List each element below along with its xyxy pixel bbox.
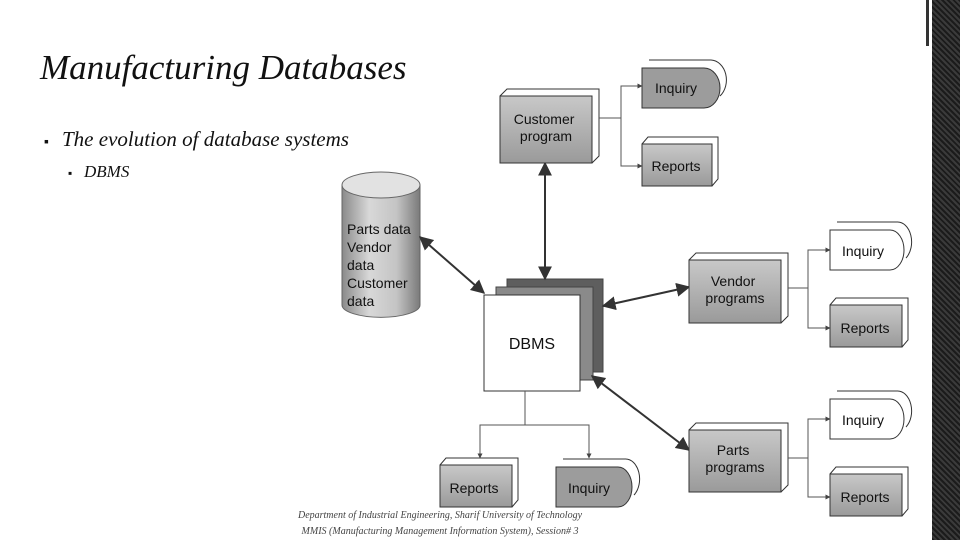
parts-programs-label: Parts programs [705, 442, 764, 475]
inquiry-label: Inquiry [842, 412, 884, 428]
customer-program-box: Customer program [499, 88, 600, 164]
parts-inquiry-connector [788, 416, 831, 459]
database-label-line: Vendor [347, 239, 392, 255]
vendor-programs-label: Vendor programs [705, 273, 764, 306]
database-dbms-arrow [418, 236, 486, 294]
parts-programs-box: Parts programs [688, 422, 789, 493]
sub-bullet-item: ▪ DBMS [68, 162, 129, 182]
customer-program-label: Customer program [514, 111, 579, 144]
inquiry-label: Inquiry [842, 243, 884, 259]
reports-label: Reports [840, 489, 889, 505]
vendor-programs-box: Vendor programs [688, 252, 789, 324]
footer: Department of Industrial Engineering, Sh… [230, 508, 650, 540]
inquiry-output: Inquiry [641, 59, 727, 109]
dbms-reports-connector [477, 391, 526, 459]
vendor-reports-connector [807, 288, 831, 331]
parts-dbms-arrow [590, 375, 691, 451]
dbms-inquiry-connector [525, 424, 592, 459]
bullet-mark: ▪ [68, 166, 73, 180]
reports-output: Reports [829, 297, 909, 348]
customer-inquiry-connector [599, 83, 643, 119]
bullet-mark: ▪ [44, 135, 49, 150]
bullet-text: DBMS [84, 162, 130, 181]
decorative-mark [926, 0, 929, 46]
customer-reports-connector [620, 118, 643, 169]
inquiry-output: Inquiry [829, 390, 913, 440]
database-label-line: Customer [347, 275, 408, 291]
database-label-line: Parts data [347, 221, 411, 237]
inquiry-label: Inquiry [568, 480, 610, 496]
parts-reports-connector [807, 458, 831, 500]
database-label-line: data [347, 293, 374, 309]
reports-label: Reports [651, 158, 700, 174]
inquiry-output: Inquiry [829, 221, 913, 271]
bullet-item: ▪ The evolution of database systems [44, 127, 349, 152]
reports-label: Reports [449, 480, 498, 496]
footer-line: Department of Industrial Engineering, Sh… [297, 510, 583, 521]
inquiry-label: Inquiry [655, 80, 697, 96]
inquiry-output: Inquiry [555, 458, 641, 508]
decorative-stripe [932, 0, 960, 540]
reports-label: Reports [840, 320, 889, 336]
footer-line: MMIS (Manufacturing Management Informati… [301, 526, 579, 537]
database-label: Parts data Vendor data Customer data [347, 221, 415, 309]
dbms-label: DBMS [509, 336, 555, 353]
reports-output: Reports [641, 136, 719, 187]
reports-output: Reports [439, 457, 519, 508]
database-cylinder: Parts data Vendor data Customer data [341, 171, 421, 318]
vendor-dbms-arrow [601, 282, 691, 311]
dbms-box: DBMS [483, 278, 604, 392]
page-title: Manufacturing Databases [40, 48, 407, 87]
reports-output: Reports [829, 466, 909, 517]
bullet-text: The evolution of database systems [62, 127, 349, 151]
vendor-inquiry-connector [788, 247, 831, 289]
database-label-line: data [347, 257, 374, 273]
